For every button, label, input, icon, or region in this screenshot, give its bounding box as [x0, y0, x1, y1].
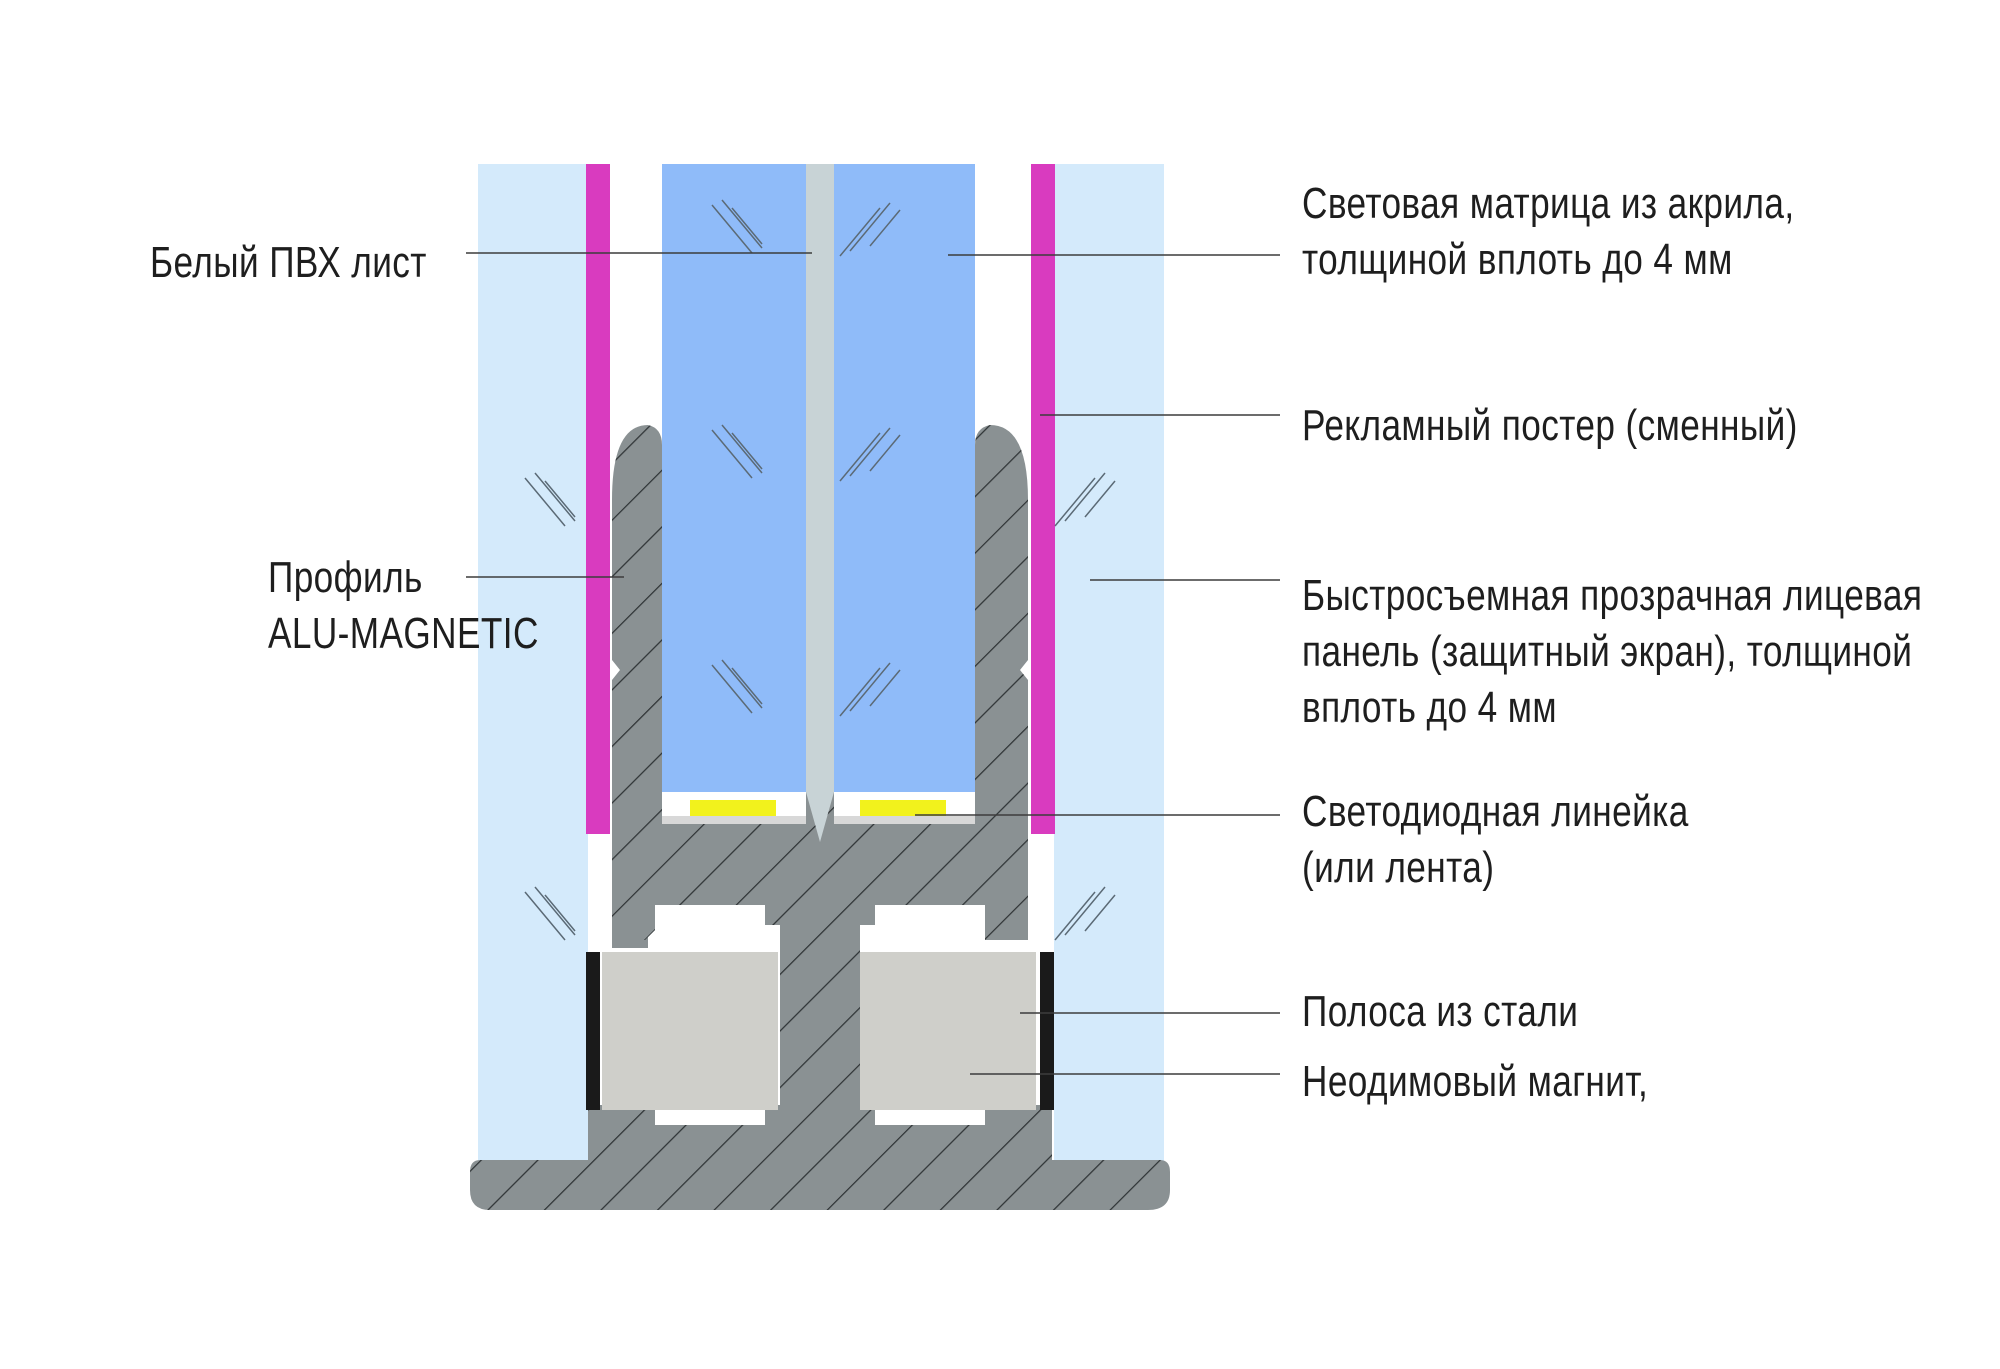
- label-profile: Профиль ALU-MAGNETIC: [268, 550, 539, 662]
- label-acrylic-line2: толщиной вплоть до 4 мм: [1302, 235, 1733, 284]
- label-acrylic-matrix: Световая матрица из акрила, толщиной впл…: [1302, 176, 1795, 288]
- label-magnet: Неодимовый магнит,: [1302, 1057, 1649, 1106]
- magnet-right: [860, 952, 1036, 1110]
- steel-strip-left: [586, 952, 600, 1110]
- front-panel-right: [1054, 164, 1164, 1164]
- label-led-line1: Светодиодная линейка: [1302, 787, 1689, 836]
- poster-right: [1031, 164, 1055, 834]
- led-board-left: [662, 816, 806, 824]
- magnet-left-notch-bottom: [655, 1110, 765, 1125]
- label-poster: Рекламный постер (сменный): [1302, 401, 1798, 450]
- pvc-sheet: [806, 164, 834, 824]
- front-panel-left: [478, 164, 588, 1164]
- acrylic-matrix-left: [662, 164, 806, 792]
- label-led-line2: (или лента): [1302, 843, 1495, 892]
- acrylic-matrix-right: [834, 164, 975, 792]
- led-board-right: [834, 816, 975, 824]
- label-profile-line2: ALU-MAGNETIC: [268, 609, 539, 658]
- label-acrylic-line1: Световая матрица из акрила,: [1302, 179, 1795, 228]
- leader-lines: [466, 252, 1280, 1075]
- magnet-right-notch: [875, 905, 985, 952]
- label-front-panel-line3: вплоть до 4 мм: [1302, 683, 1557, 732]
- glass-reflection-marks: [524, 199, 1116, 941]
- label-pvc-sheet: Белый ПВХ лист: [150, 238, 427, 287]
- label-front-panel-line1: Быстросъемная прозрачная лицевая: [1302, 571, 1923, 620]
- label-led-strip: Светодиодная линейка (или лента): [1302, 784, 1689, 896]
- led-chip-right: [860, 800, 946, 816]
- label-profile-line1: Профиль: [268, 553, 423, 602]
- magnet-left: [602, 952, 778, 1110]
- steel-strip-right: [1040, 952, 1054, 1110]
- label-front-panel-line2: панель (защитный экран), толщиной: [1302, 627, 1913, 676]
- magnet-right-notch-bottom: [875, 1110, 985, 1125]
- label-front-panel: Быстросъемная прозрачная лицевая панель …: [1302, 568, 1922, 736]
- magnet-left-notch: [655, 905, 765, 952]
- poster-left: [586, 164, 610, 834]
- led-chip-left: [690, 800, 776, 816]
- label-steel-strip: Полоса из стали: [1302, 987, 1579, 1036]
